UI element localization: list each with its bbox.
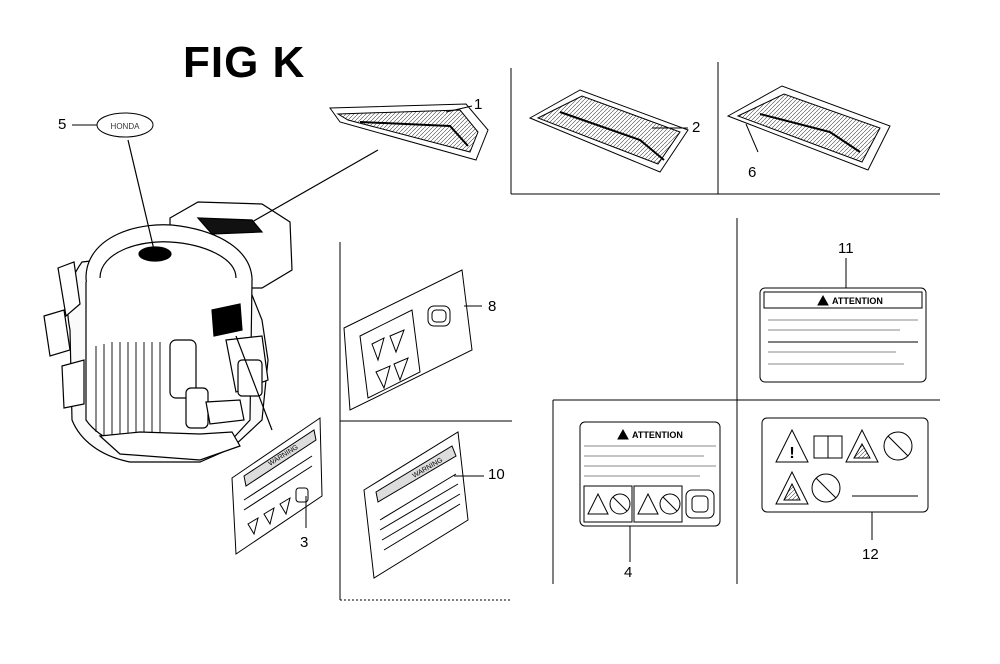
engine-illustration	[43, 201, 293, 463]
callout-10: 10	[488, 466, 505, 483]
callout-8: 8	[488, 298, 497, 315]
part-3-decal: WARNING	[231, 417, 323, 555]
engine-leader-lines	[127, 139, 379, 431]
callout-6: 6	[748, 164, 757, 181]
part-11-decal: ATTENTION	[759, 258, 927, 383]
part-11-attention-text: ATTENTION	[832, 296, 883, 306]
part-8-decal	[343, 269, 482, 411]
part-5-brand-emblem: HONDA	[72, 112, 154, 138]
callout-2: 2	[692, 119, 701, 136]
section-dividers	[339, 62, 940, 601]
callout-12: 12	[862, 546, 879, 563]
callout-5: 5	[58, 116, 67, 133]
callout-4: 4	[624, 564, 633, 581]
part-10-decal: WARNING	[363, 431, 484, 579]
callout-11: 11	[838, 240, 854, 257]
part-12-decal: !	[761, 417, 929, 540]
svg-text:!: !	[789, 445, 794, 462]
part-6-decal	[726, 85, 891, 171]
figure-title: FIG K	[183, 38, 306, 87]
callout-1: 1	[474, 96, 483, 113]
brand-oval-text: HONDA	[111, 122, 141, 131]
part-4-decal: ATTENTION	[579, 421, 721, 562]
part-4-attention-text: ATTENTION	[632, 430, 683, 440]
callout-3: 3	[300, 534, 309, 551]
part-2-decal	[528, 89, 689, 173]
part-1-decal	[329, 103, 489, 161]
